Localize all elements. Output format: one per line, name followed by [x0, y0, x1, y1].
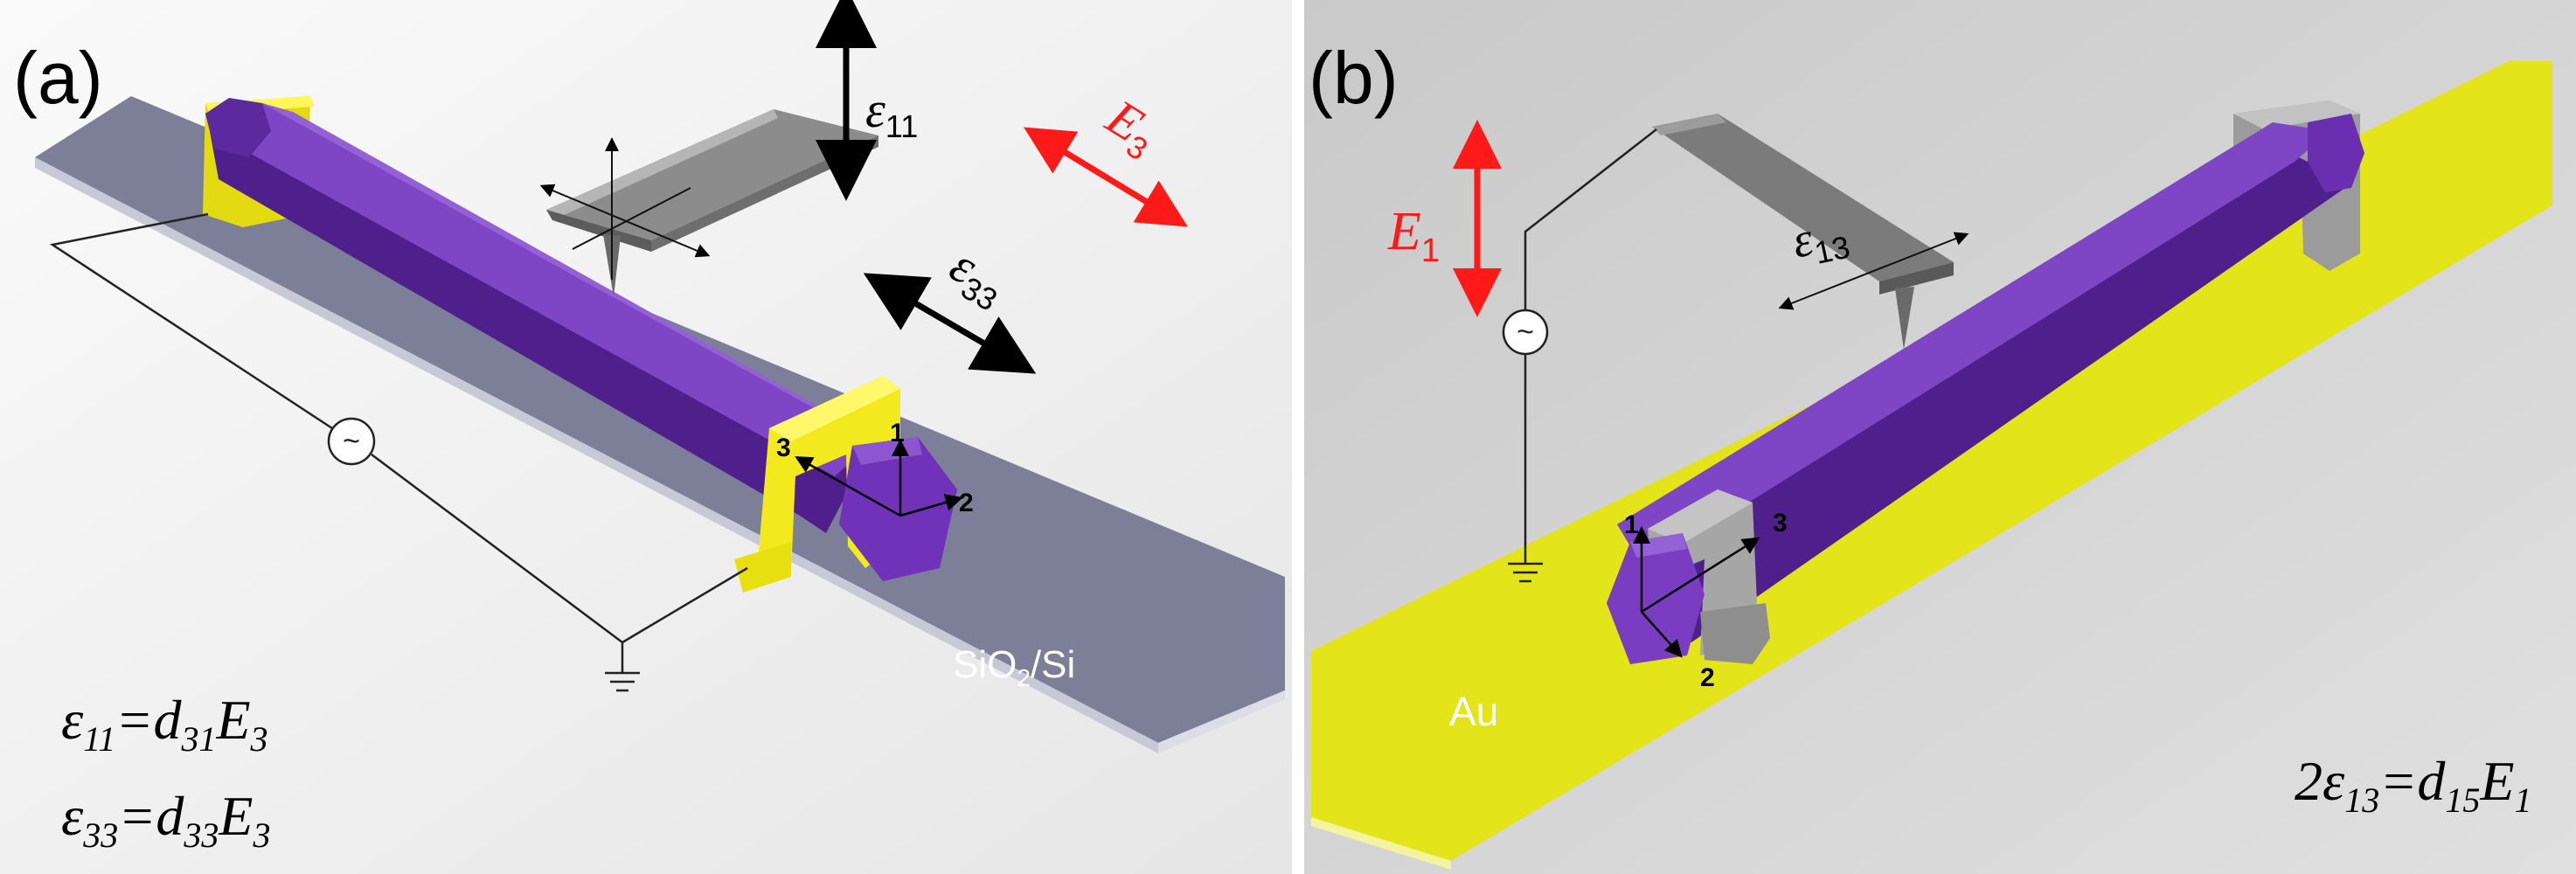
crystal-axes-a: [795, 439, 963, 517]
substrate-au-label: Au: [1449, 689, 1498, 734]
nanowire-upper-face: [262, 103, 892, 447]
equation-eps11: ε11=d31E3: [61, 689, 268, 759]
axis-b-label-1: 1: [1624, 510, 1639, 539]
axis-2-arrow: [899, 494, 963, 517]
electrode-b-front: [1648, 489, 1770, 664]
nanowire-b-side: [1635, 153, 2351, 642]
axis-label-1: 1: [890, 419, 905, 447]
field-e3-arrow: [1024, 127, 1188, 227]
cantilever-axes-a: [539, 137, 711, 280]
nanowire-b: [1617, 114, 2364, 642]
ac-source-a: [327, 417, 376, 466]
strain-33-arrow: [863, 273, 1037, 374]
nanowire-top: [210, 103, 874, 476]
axis-b-label-2: 2: [1700, 663, 1715, 692]
nanowire-back-end: [205, 98, 271, 157]
nanowire-b-end-face: [1607, 533, 1705, 664]
ac-source-b-symbol: ~: [1517, 316, 1534, 349]
field-e1-label: E1: [1387, 202, 1440, 269]
nanowire: [205, 98, 892, 533]
panel-b: 1 2 3 ε13 E1: [1304, 0, 2576, 874]
axis-label-3: 3: [776, 434, 791, 462]
axis-b-3-arrow: [1641, 537, 1760, 614]
ac-source-b: [1502, 309, 1549, 356]
ac-source-a-symbol: ~: [343, 425, 360, 458]
axis-b-2-arrow: [1641, 611, 1683, 658]
axis-3-arrow: [795, 456, 901, 517]
substrate-edge: [35, 157, 1158, 753]
nanowire-b-top: [1617, 122, 2330, 568]
panel-b-label: (b): [1309, 37, 1399, 119]
circuit-wires-a: [49, 212, 748, 692]
equation-eps13: 2ε13=d15E1: [2295, 750, 2532, 820]
substrate-edge-side: [1158, 690, 1285, 753]
panel-a: 1 2 3 ε11 ε33: [0, 0, 1292, 874]
substrate-a-label: SiO2/Si: [953, 643, 1075, 691]
equation-eps33: ε33=d33E3: [61, 785, 271, 855]
nanowire-end-face: [839, 437, 957, 581]
axis-label-2: 2: [959, 489, 974, 517]
panel-a-label: (a): [13, 37, 103, 119]
circuit-wires-b: [1508, 128, 1657, 583]
strain-11-label: ε11: [865, 81, 918, 144]
axis-b-label-3: 3: [1773, 509, 1788, 538]
crystal-axes-b: [1633, 526, 1760, 658]
cantilever-axes-b: [1778, 232, 1969, 310]
